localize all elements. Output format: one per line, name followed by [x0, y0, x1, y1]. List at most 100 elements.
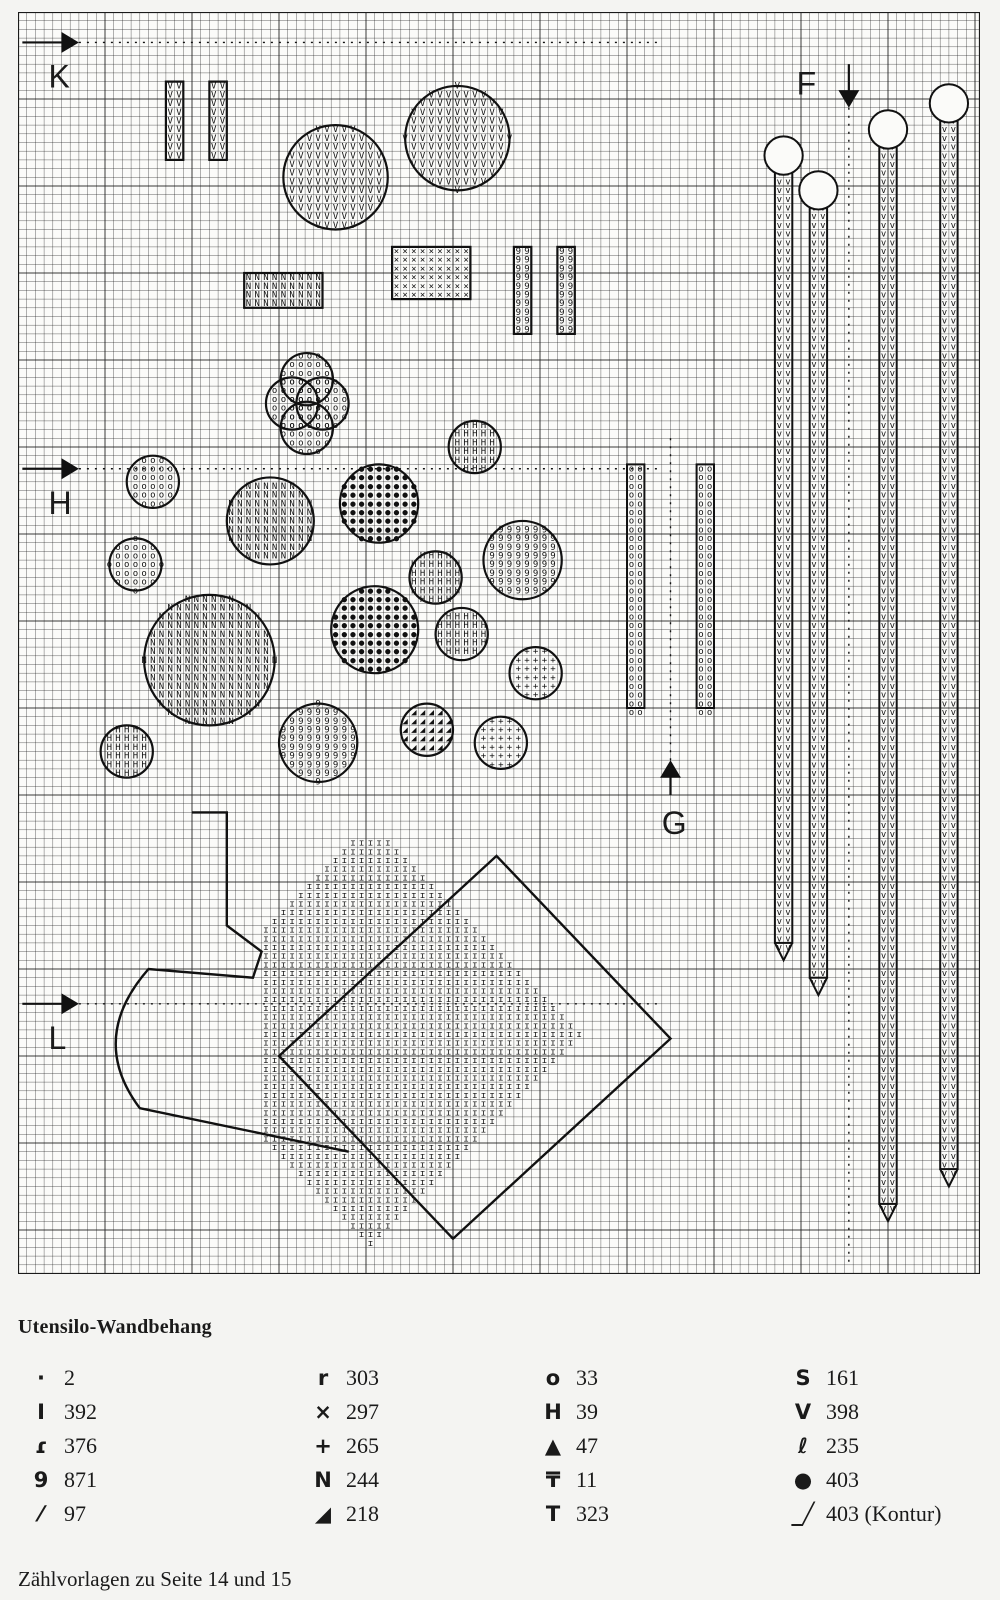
- svg-text:v: v: [777, 804, 782, 814]
- svg-text:v: v: [942, 125, 947, 135]
- svg-text:v: v: [777, 204, 782, 214]
- svg-text:ɪ: ɪ: [394, 1161, 399, 1171]
- svg-text:V: V: [463, 90, 469, 100]
- svg-text:v: v: [951, 256, 956, 266]
- svg-text:v: v: [890, 247, 895, 257]
- svg-text:v: v: [951, 412, 956, 422]
- svg-text:9: 9: [315, 726, 320, 736]
- svg-text:v: v: [942, 151, 947, 161]
- svg-text:ɪ: ɪ: [411, 1013, 416, 1023]
- svg-text:v: v: [785, 595, 790, 605]
- svg-text:o: o: [141, 482, 146, 492]
- svg-text:9: 9: [516, 264, 521, 274]
- svg-text:N: N: [237, 665, 242, 675]
- svg-text:v: v: [785, 839, 790, 849]
- svg-text:v: v: [777, 525, 782, 535]
- svg-text:ɪ: ɪ: [359, 1065, 364, 1075]
- svg-text:o: o: [707, 647, 712, 657]
- svg-text:v: v: [785, 334, 790, 344]
- svg-text:ɪ: ɪ: [272, 1100, 277, 1110]
- svg-text:ɪ: ɪ: [394, 1126, 399, 1136]
- svg-text:v: v: [951, 369, 956, 379]
- svg-text:v: v: [951, 160, 956, 170]
- svg-text:ɪ: ɪ: [342, 969, 347, 979]
- svg-text:ɪ: ɪ: [298, 1091, 303, 1101]
- svg-text:ɪ: ɪ: [368, 1230, 373, 1240]
- svg-text:ɪ: ɪ: [333, 969, 338, 979]
- svg-text:v: v: [820, 517, 825, 527]
- svg-text:+: +: [516, 656, 522, 666]
- svg-text:N: N: [220, 604, 225, 614]
- svg-text:ɪ: ɪ: [420, 882, 425, 892]
- svg-text:V: V: [333, 177, 339, 187]
- svg-text:●: ●: [376, 508, 382, 518]
- svg-text:ɪ: ɪ: [376, 987, 381, 997]
- svg-text:ɪ: ɪ: [359, 908, 364, 918]
- svg-text:×: ×: [429, 291, 434, 301]
- svg-text:V: V: [368, 204, 374, 214]
- svg-text:●: ●: [342, 630, 348, 640]
- svg-text:H: H: [446, 578, 451, 588]
- svg-text:o: o: [167, 482, 172, 492]
- svg-text:v: v: [785, 717, 790, 727]
- svg-text:9: 9: [333, 769, 338, 779]
- svg-text:H: H: [107, 734, 112, 744]
- svg-text:ɪ: ɪ: [429, 1047, 434, 1057]
- svg-text:V: V: [376, 195, 382, 205]
- svg-text:ɪ: ɪ: [289, 1021, 294, 1031]
- svg-text:v: v: [881, 621, 886, 631]
- svg-text:o: o: [629, 595, 634, 605]
- svg-text:N: N: [228, 612, 233, 622]
- svg-text:ɪ: ɪ: [394, 978, 399, 988]
- svg-text:H: H: [437, 630, 442, 640]
- svg-text:H: H: [420, 586, 425, 596]
- svg-text:V: V: [211, 143, 217, 153]
- svg-text:v: v: [820, 212, 825, 222]
- svg-text:ɪ: ɪ: [342, 1091, 347, 1101]
- svg-text:ɪ: ɪ: [463, 1074, 468, 1084]
- svg-text:9: 9: [516, 282, 521, 292]
- svg-text:v: v: [890, 412, 895, 422]
- svg-text:9: 9: [524, 282, 529, 292]
- svg-text:v: v: [942, 1013, 947, 1023]
- svg-text:o: o: [629, 569, 634, 579]
- svg-text:ɪ: ɪ: [263, 1004, 268, 1014]
- svg-text:v: v: [785, 317, 790, 327]
- svg-text:o: o: [315, 378, 320, 388]
- svg-text:ɪ: ɪ: [324, 1091, 329, 1101]
- svg-text:v: v: [951, 726, 956, 736]
- svg-text:V: V: [211, 108, 217, 118]
- svg-text:9: 9: [315, 769, 320, 779]
- svg-text:v: v: [820, 578, 825, 588]
- svg-text:v: v: [890, 212, 895, 222]
- svg-text:v: v: [890, 813, 895, 823]
- svg-text:ɪ: ɪ: [420, 1065, 425, 1075]
- svg-text:ɪ: ɪ: [368, 1056, 373, 1066]
- svg-text:v: v: [820, 769, 825, 779]
- svg-text:ɪ: ɪ: [376, 1074, 381, 1084]
- svg-text:●: ●: [402, 473, 408, 483]
- svg-text:ɪ: ɪ: [402, 926, 407, 936]
- svg-text:9: 9: [342, 726, 347, 736]
- svg-text:v: v: [942, 691, 947, 701]
- svg-text:ɪ: ɪ: [368, 1039, 373, 1049]
- svg-text:v: v: [811, 317, 816, 327]
- svg-text:H: H: [481, 639, 486, 649]
- svg-text:v: v: [811, 630, 816, 640]
- svg-text:9: 9: [568, 273, 573, 283]
- svg-text:o: o: [629, 508, 634, 518]
- svg-text:ɪ: ɪ: [385, 1134, 390, 1144]
- svg-text:V: V: [167, 143, 173, 153]
- svg-text:v: v: [890, 821, 895, 831]
- svg-text:v: v: [890, 1004, 895, 1014]
- svg-text:V: V: [350, 204, 356, 214]
- svg-text:o: o: [324, 386, 329, 396]
- svg-text:×: ×: [402, 291, 407, 301]
- svg-text:N: N: [281, 525, 286, 535]
- svg-text:●: ●: [394, 525, 400, 535]
- svg-text:ɪ: ɪ: [402, 1082, 407, 1092]
- svg-text:v: v: [942, 177, 947, 187]
- svg-text:v: v: [820, 343, 825, 353]
